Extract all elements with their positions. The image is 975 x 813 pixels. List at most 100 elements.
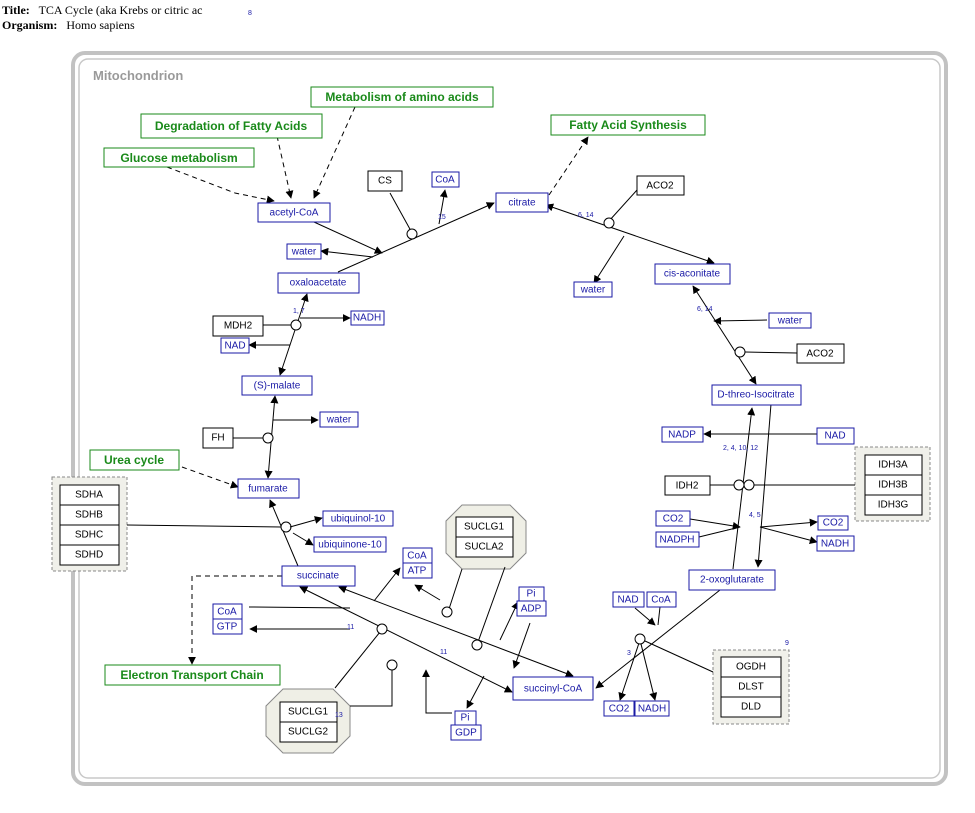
svg-text:oxaloacetate: oxaloacetate <box>290 278 347 289</box>
gene-sdhd[interactable]: SDHD <box>59 544 120 566</box>
gene-cs[interactable]: CS <box>367 170 403 192</box>
metabolite-water-1[interactable]: water <box>286 243 322 260</box>
metabolite-coa-3[interactable]: CoA <box>646 591 677 608</box>
svg-text:IDH3B: IDH3B <box>878 480 908 491</box>
gene-suclg2[interactable]: SUCLG2 <box>279 721 338 743</box>
metabolite-acetyl-coa[interactable]: acetyl-CoA <box>257 202 331 223</box>
metabolite-succinyl-coa[interactable]: succinyl-CoA <box>512 676 594 701</box>
metabolite-water-4[interactable]: water <box>768 312 812 329</box>
gene-sdhb[interactable]: SDHB <box>59 504 120 526</box>
gene-mdh2[interactable]: MDH2 <box>212 315 264 337</box>
svg-text:NADH: NADH <box>638 704 666 715</box>
gene-idh3b[interactable]: IDH3B <box>864 474 923 496</box>
gene-sdhc[interactable]: SDHC <box>59 524 120 546</box>
metabolite-co2-2[interactable]: CO2 <box>817 515 849 531</box>
svg-text:D-threo-Isocitrate: D-threo-Isocitrate <box>717 390 795 401</box>
svg-text:CO2: CO2 <box>823 518 844 529</box>
metabolite-cis-aconitate[interactable]: cis-aconitate <box>654 263 731 285</box>
svg-text:ADP: ADP <box>521 604 542 615</box>
metabolite-gtp[interactable]: GTP <box>212 618 243 635</box>
metabolite-nadh-1[interactable]: NADH <box>350 310 385 326</box>
gene-idh3a[interactable]: IDH3A <box>864 454 923 476</box>
mitochondrion-compartment: Mitochondrion <box>71 51 948 786</box>
metabolite-adp[interactable]: ADP <box>516 600 547 617</box>
svg-text:SDHC: SDHC <box>75 530 103 541</box>
metabolite-pi-2[interactable]: Pi <box>454 710 477 726</box>
title-label: Title: <box>2 3 30 17</box>
svg-text:acetyl-CoA: acetyl-CoA <box>270 208 319 219</box>
gene-dlst[interactable]: DLST <box>720 676 782 698</box>
pathway-electron-transport-chain[interactable]: Electron Transport Chain <box>104 664 281 686</box>
ref-label: 11 <box>347 624 354 631</box>
metabolite-succinate[interactable]: succinate <box>281 565 356 587</box>
metabolite-water-3[interactable]: water <box>573 281 613 298</box>
metabolite-pi-1[interactable]: Pi <box>518 586 545 602</box>
metabolite-nad-2[interactable]: NAD <box>816 427 855 445</box>
metabolite-water-2[interactable]: water <box>319 411 359 428</box>
metabolite-oxoglutarate[interactable]: 2-oxoglutarate <box>688 569 776 591</box>
metabolite-nadph[interactable]: NADPH <box>655 531 700 548</box>
ref-label: 6, 14 <box>578 212 594 219</box>
metabolite-nodes: acetyl-CoA CoA citrate water oxaloacetat… <box>212 171 855 741</box>
metabolite-oxaloacetate[interactable]: oxaloacetate <box>277 272 360 294</box>
svg-text:CoA: CoA <box>407 551 427 562</box>
svg-text:OGDH: OGDH <box>736 662 766 673</box>
svg-text:Metabolism of amino acids: Metabolism of amino acids <box>325 90 479 104</box>
pathway-fatty-acid-degradation[interactable]: Degradation of Fatty Acids <box>140 113 323 139</box>
pathway-urea-cycle[interactable]: Urea cycle <box>89 449 180 471</box>
metabolite-coa-top[interactable]: CoA <box>431 171 460 188</box>
interactions <box>126 106 855 714</box>
metabolite-citrate[interactable]: citrate <box>495 192 549 213</box>
metabolite-ubiquinone[interactable]: ubiquinone-10 <box>313 536 387 553</box>
gene-sdha[interactable]: SDHA <box>59 484 120 506</box>
svg-text:ATP: ATP <box>408 566 427 577</box>
metabolite-nadh-3[interactable]: NADH <box>634 700 670 717</box>
svg-text:GDP: GDP <box>455 728 477 739</box>
gene-sucla2[interactable]: SUCLA2 <box>455 536 514 558</box>
svg-text:CO2: CO2 <box>609 704 630 715</box>
metabolite-coa-atp[interactable]: CoA <box>402 547 433 564</box>
gene-dld[interactable]: DLD <box>720 696 782 718</box>
organism-label: Organism: <box>2 18 58 32</box>
gene-ogdh[interactable]: OGDH <box>720 656 782 678</box>
metabolite-coa-2[interactable]: CoA <box>212 603 243 620</box>
header: Title: TCA Cycle (aka Krebs or citric ac… <box>2 3 203 33</box>
metabolite-nad-1[interactable]: NAD <box>220 337 250 354</box>
gene-suclg1-a[interactable]: SUCLG1 <box>455 516 514 538</box>
metabolite-co2-1[interactable]: CO2 <box>655 510 691 527</box>
svg-text:SDHA: SDHA <box>75 490 103 501</box>
metabolite-nadh-2[interactable]: NADH <box>816 535 855 552</box>
organism-value: Homo sapiens <box>66 18 135 32</box>
metabolite-s-malate[interactable]: (S)-malate <box>241 375 313 396</box>
svg-text:ACO2: ACO2 <box>646 181 674 192</box>
metabolite-nad-3[interactable]: NAD <box>612 591 645 608</box>
metabolite-gdp[interactable]: GDP <box>450 724 482 741</box>
metabolite-co2-3[interactable]: CO2 <box>603 700 635 717</box>
metabolite-ubiquinol[interactable]: ubiquinol-10 <box>322 510 394 527</box>
svg-text:DLD: DLD <box>741 702 761 713</box>
svg-text:MDH2: MDH2 <box>224 321 253 332</box>
svg-text:IDH3A: IDH3A <box>878 460 908 471</box>
svg-text:water: water <box>777 316 803 327</box>
gene-aco2-1[interactable]: ACO2 <box>636 175 685 196</box>
svg-text:NAD: NAD <box>617 595 638 606</box>
gene-fh[interactable]: FH <box>202 427 234 449</box>
gene-idh3g[interactable]: IDH3G <box>864 494 923 516</box>
pathway-glucose[interactable]: Glucose metabolism <box>103 147 255 168</box>
svg-text:NADH: NADH <box>353 313 381 324</box>
svg-text:NAD: NAD <box>224 341 245 352</box>
svg-text:NAD: NAD <box>824 431 845 442</box>
pathway-fatty-acid-synthesis[interactable]: Fatty Acid Synthesis <box>550 114 706 136</box>
svg-text:GTP: GTP <box>217 622 238 633</box>
gene-suclg1-b[interactable]: SUCLG1 <box>279 701 338 723</box>
metabolite-fumarate[interactable]: fumarate <box>237 478 300 499</box>
metabolite-isocitrate[interactable]: D-threo-Isocitrate <box>711 384 802 406</box>
ref-label: 1, 7 <box>293 308 305 315</box>
pathway-amino-acids[interactable]: Metabolism of amino acids <box>310 86 494 108</box>
metabolite-nadp[interactable]: NADP <box>661 426 704 443</box>
gene-idh2[interactable]: IDH2 <box>664 475 711 496</box>
svg-text:Pi: Pi <box>461 713 470 724</box>
gene-aco2-2[interactable]: ACO2 <box>796 343 845 364</box>
metabolite-atp[interactable]: ATP <box>402 562 433 579</box>
